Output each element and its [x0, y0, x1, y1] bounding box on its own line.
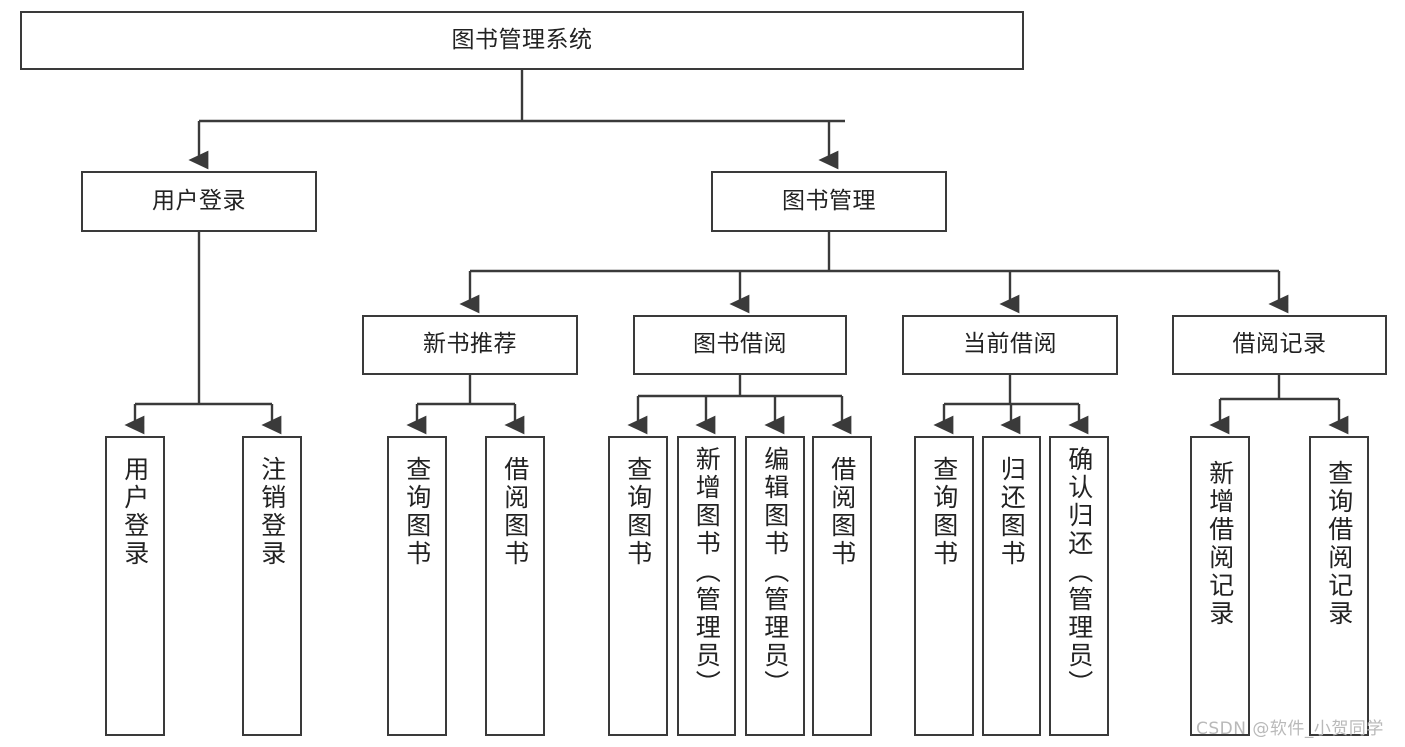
leaf-query-book-borrow[interactable]: 查询图书 — [608, 436, 668, 736]
node-user-login-label: 用户登录 — [152, 187, 246, 214]
leaf-add-book-admin-label: 新增图书（管理员） — [692, 446, 722, 698]
csdn-watermark: CSDN @软件_小贺同学 — [1196, 719, 1384, 739]
leaf-borrow-book-label: 借阅图书 — [827, 456, 857, 568]
leaf-edit-book-admin[interactable]: 编辑图书（管理员） — [745, 436, 805, 736]
leaf-query-book-borrow-label: 查询图书 — [623, 456, 653, 568]
leaf-query-borrow-record[interactable]: 查询借阅记录 — [1309, 436, 1369, 736]
node-new-book-recommend-label: 新书推荐 — [423, 331, 517, 358]
node-book-management[interactable]: 图书管理 — [711, 171, 947, 232]
node-book-borrow[interactable]: 图书借阅 — [633, 315, 847, 375]
leaf-add-book-admin[interactable]: 新增图书（管理员） — [677, 436, 736, 736]
leaf-return-book-label: 归还图书 — [997, 456, 1027, 568]
leaf-logout[interactable]: 注销登录 — [242, 436, 302, 736]
leaf-confirm-return-admin-label: 确认归还（管理员） — [1064, 446, 1094, 698]
leaf-borrow-book-recommend[interactable]: 借阅图书 — [485, 436, 545, 736]
node-current-borrow-label: 当前借阅 — [963, 331, 1057, 358]
leaf-borrow-book-recommend-label: 借阅图书 — [500, 456, 530, 568]
leaf-edit-book-admin-label: 编辑图书（管理员） — [760, 446, 790, 698]
node-book-management-label: 图书管理 — [782, 187, 876, 214]
leaf-query-book-recommend[interactable]: 查询图书 — [387, 436, 447, 736]
leaf-query-borrow-record-label: 查询借阅记录 — [1324, 460, 1354, 628]
leaf-query-book-current-label: 查询图书 — [929, 456, 959, 568]
leaf-logout-label: 注销登录 — [257, 456, 287, 568]
leaf-confirm-return-admin[interactable]: 确认归还（管理员） — [1049, 436, 1109, 736]
leaf-user-login[interactable]: 用户登录 — [105, 436, 165, 736]
leaf-query-book-recommend-label: 查询图书 — [402, 456, 432, 568]
node-book-borrow-label: 图书借阅 — [693, 331, 787, 358]
leaf-return-book[interactable]: 归还图书 — [982, 436, 1041, 736]
leaf-query-book-current[interactable]: 查询图书 — [914, 436, 974, 736]
node-root[interactable]: 图书管理系统 — [20, 11, 1024, 70]
node-root-label: 图书管理系统 — [451, 26, 593, 53]
leaf-user-login-label: 用户登录 — [120, 456, 150, 568]
node-borrow-record-label: 借阅记录 — [1232, 331, 1327, 358]
node-new-book-recommend[interactable]: 新书推荐 — [362, 315, 578, 375]
leaf-borrow-book[interactable]: 借阅图书 — [812, 436, 872, 736]
leaf-add-borrow-record-label: 新增借阅记录 — [1205, 460, 1235, 628]
node-user-login[interactable]: 用户登录 — [81, 171, 317, 232]
node-borrow-record[interactable]: 借阅记录 — [1172, 315, 1387, 375]
leaf-add-borrow-record[interactable]: 新增借阅记录 — [1190, 436, 1250, 736]
node-current-borrow[interactable]: 当前借阅 — [902, 315, 1118, 375]
